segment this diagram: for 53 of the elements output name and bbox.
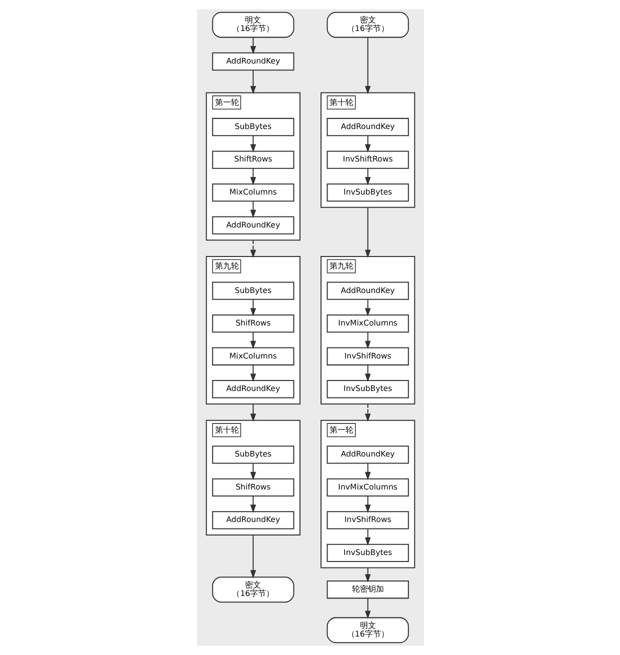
node-box: AddRoundKey [212,511,294,530]
arrow [364,136,370,153]
node-box: AddRoundKey [326,118,408,136]
node-box: InvMixColumns [326,478,408,496]
arrow [364,463,370,480]
node-box: InvMixColumns [326,314,408,333]
arrow [250,201,256,218]
node-box: ShifRows [212,478,294,496]
node-box: InvSubBytes [326,183,408,202]
node-box: 明文 （16字节） [326,617,408,644]
arrow [250,38,256,54]
node-box: AddRoundKey [212,52,294,71]
arrow [250,404,256,422]
node-box: InvShiftRows [326,150,408,169]
arrow [250,240,256,258]
arrow [250,535,256,578]
arrow [250,70,256,94]
arrow [364,496,370,513]
node-box: InvShifRows [326,347,408,366]
node-box: MixColumns [212,183,294,202]
node-box: SubBytes [212,282,294,300]
node-box: ShiftRows [212,150,294,169]
arrow [364,207,370,258]
node-box: AddRoundKey [212,216,294,234]
arrow [250,136,256,153]
arrow [364,332,370,350]
arrow [364,37,370,94]
arrow [250,496,256,513]
arrow [364,598,370,620]
arrow [250,463,256,480]
node-box: 明文 （16字节） [212,12,294,38]
node-box: 轮密钥加 [326,580,408,599]
node-box: MixColumns [212,347,294,366]
node-box: 密文 （16字节） [326,12,408,38]
arrow [250,332,256,350]
node-box: SubBytes [212,446,294,464]
node-box: InvSubBytes [326,544,408,562]
arrow [250,300,256,316]
node-box: InvShifRows [326,511,408,530]
node-box: AddRoundKey [326,446,408,464]
arrow [364,300,370,316]
node-box: AddRoundKey [326,282,408,300]
arrow [364,404,370,422]
node-box: AddRoundKey [212,380,294,398]
arrow [364,168,370,186]
node-box: ShifRows [212,314,294,333]
node-box: InvSubBytes [326,380,408,398]
arrow [364,365,370,382]
node-box: SubBytes [212,118,294,136]
arrow [250,168,256,186]
node-box: 密文 （16字节） [212,576,294,603]
arrow [364,528,370,546]
arrow [250,365,256,382]
